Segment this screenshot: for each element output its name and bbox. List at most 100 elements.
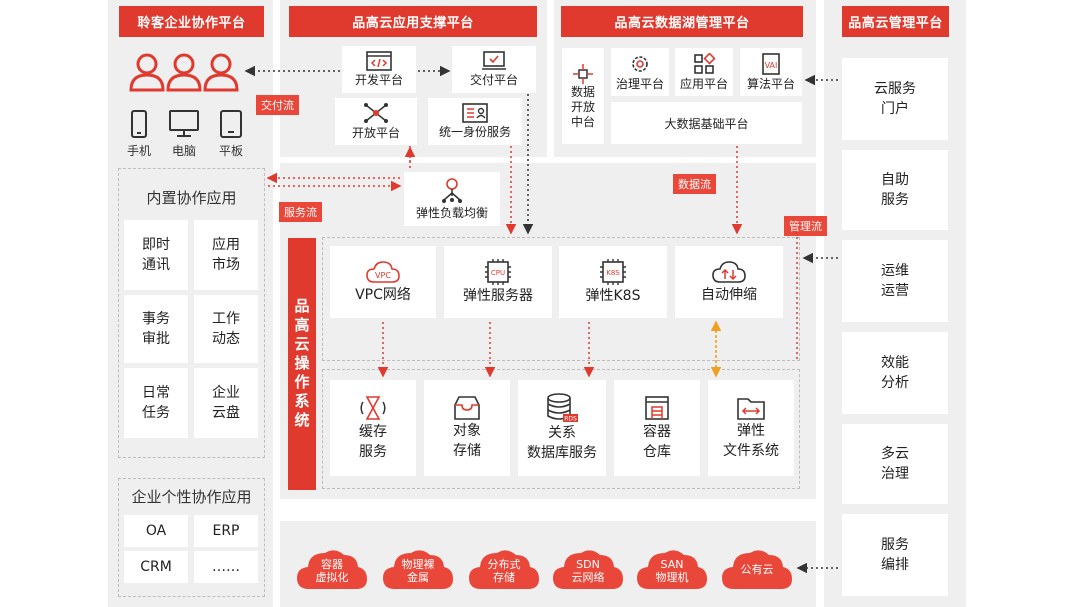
app-work-feed[interactable]: 工作 动态 (194, 295, 258, 363)
datalake-platform-title: 品高云数据湖管理平台 (561, 6, 803, 37)
data-hub-icon (573, 63, 593, 84)
device-label-phone: 手机 (126, 144, 151, 158)
gear-icon (632, 55, 648, 72)
infra-cloud-bare-metal[interactable]: 物理裸 金属 (381, 545, 455, 591)
infra-panel (280, 521, 816, 607)
cache-service-label: 缓存 服务 (359, 424, 387, 460)
bigdata-base-label: 大数据基础平台 (664, 116, 749, 131)
dev-platform-card[interactable]: 开发平台 (342, 46, 416, 93)
mgmt-self-service[interactable]: 自助 服务 (842, 150, 948, 230)
infra-label-san-physical: SAN 物理机 (655, 558, 689, 584)
container-registry-card[interactable]: 容器 仓库 (614, 380, 700, 476)
elastic-k8s-card[interactable]: K8S 弹性K8S (559, 246, 667, 318)
cloud-shape (297, 550, 367, 589)
algorithm-platform-card[interactable]: VAI 算法平台 (740, 48, 802, 96)
dev-platform-label: 开发平台 (354, 73, 403, 87)
phone-icon (131, 110, 147, 138)
warehouse-icon (645, 396, 669, 420)
app-cloud-drive[interactable]: 企业 云盘 (194, 368, 258, 438)
app-approval[interactable]: 事务 审批 (124, 295, 188, 363)
infra-cloud-public-cloud[interactable]: 公有云 (720, 545, 794, 591)
elastic-lb-label: 弹性负载均衡 (415, 205, 488, 220)
open-platform-card[interactable]: 开放平台 (335, 98, 417, 145)
rds-badge-text: RDS (564, 416, 577, 423)
object-storage-label: 对象 存储 (453, 423, 481, 459)
infra-cloud-distributed-storage[interactable]: 分布式 存储 (467, 545, 541, 591)
identity-service-label: 统一身份服务 (438, 125, 511, 139)
algorithm-platform-label: 算法平台 (746, 76, 795, 91)
support-platform-title: 品高云应用支撑平台 (289, 6, 537, 37)
mgmt-platform-title: 品高云管理平台 (842, 6, 949, 37)
elastic-fs-label: 弹性 文件系统 (723, 423, 779, 459)
users-icon (129, 53, 239, 92)
mgmt-efficiency[interactable]: 效能 分析 (842, 332, 948, 414)
elastic-k8s-label: 弹性K8S (585, 288, 641, 304)
mgmt-orchestration[interactable]: 服务 编排 (842, 514, 948, 596)
cloud-shape (553, 550, 623, 589)
bigdata-base-card[interactable]: 大数据基础平台 (611, 102, 802, 144)
cache-service-card[interactable]: 缓存 服务 (330, 380, 416, 476)
infra-label-container-virtualization: 容器 虚拟化 (315, 558, 349, 584)
rds-service-label: 关系 数据库服务 (527, 425, 597, 461)
device-label-computer: 电脑 (171, 144, 196, 158)
app-market[interactable]: 应用 市场 (194, 220, 258, 290)
delivery-screen-icon (482, 51, 506, 70)
os-top-frame (322, 237, 800, 361)
app-platform-label: 应用平台 (679, 76, 728, 91)
app-im[interactable]: 即时 通讯 (124, 220, 188, 290)
mgmt-multicloud[interactable]: 多云 治理 (842, 424, 948, 504)
auto-scaling-label: 自动伸缩 (701, 287, 757, 303)
elastic-server-label: 弹性服务器 (463, 288, 533, 304)
svg-text:VAI: VAI (765, 61, 778, 70)
left-platform-title: 聆客企业协作平台 (119, 6, 264, 37)
storage-box-icon (454, 396, 480, 420)
delivery-platform-card[interactable]: 交付平台 (452, 46, 536, 93)
vpc-cloud-icon: VPC (366, 261, 400, 283)
elastic-lb-card[interactable]: 弹性负载均衡 (404, 172, 500, 226)
algorithm-icon: VAI (762, 52, 780, 75)
tablet-icon (220, 110, 242, 138)
app-platform-card[interactable]: 应用平台 (675, 48, 733, 96)
app-oa[interactable]: OA (124, 515, 188, 547)
mgmt-ops[interactable]: 运维 运营 (842, 240, 948, 322)
app-crm[interactable]: CRM (124, 551, 188, 583)
os-title: 品高云操作系统 (288, 238, 316, 490)
auto-scaling-card[interactable]: 自动伸缩 (675, 246, 783, 318)
governance-platform-card[interactable]: 治理平台 (611, 48, 669, 96)
infra-cloud-san-physical[interactable]: SAN 物理机 (635, 545, 709, 591)
app-more[interactable]: …… (194, 551, 258, 583)
load-balancer-icon (442, 177, 462, 203)
os-bottom-frame (322, 369, 800, 489)
open-platform-label: 开放平台 (351, 126, 400, 140)
infra-label-distributed-storage: 分布式 存储 (487, 558, 521, 584)
elastic-fs-card[interactable]: 弹性 文件系统 (708, 380, 794, 476)
mgmt-cloud-portal[interactable]: 云服务 门户 (842, 58, 948, 140)
app-grid-icon (694, 52, 715, 74)
object-storage-card[interactable]: 对象 存储 (424, 380, 510, 476)
delivery-platform-label: 交付平台 (469, 73, 518, 87)
cloud-shape (722, 550, 792, 589)
management-flow-tag: 管理流 (784, 216, 827, 236)
builtin-apps-frame (118, 168, 265, 458)
infra-cloud-container-virtualization[interactable]: 容器 虚拟化 (295, 545, 369, 591)
vpc-network-label: VPC网络 (355, 287, 411, 303)
rds-service-card[interactable]: RDS 关系 数据库服务 (518, 380, 606, 476)
infra-cloud-sdn-network[interactable]: SDN 云网络 (551, 545, 625, 591)
infra-label-public-cloud: 公有云 (740, 563, 774, 576)
data-open-center-card[interactable]: 数据 开放 中台 (562, 48, 604, 144)
elastic-server-card[interactable]: CPU 弹性服务器 (444, 246, 552, 318)
app-erp[interactable]: ERP (194, 515, 258, 547)
vpc-network-card[interactable]: VPC VPC网络 (330, 246, 436, 318)
database-icon: RDS (547, 393, 578, 423)
computer-icon (169, 110, 199, 137)
cloud-shape (637, 550, 707, 589)
custom-apps-frame (118, 478, 265, 597)
device-label-tablet: 平板 (218, 144, 243, 158)
app-daily-task[interactable]: 日常 任务 (124, 368, 188, 438)
identity-service-card[interactable]: 统一身份服务 (428, 98, 522, 145)
k8s-icon-text: K8S (606, 269, 620, 277)
data-open-center-label: 数据 开放 中台 (570, 84, 595, 129)
k8s-chip-icon: K8S (600, 259, 626, 285)
vpc-icon-text: VPC (375, 271, 391, 280)
folder-icon (737, 398, 765, 420)
